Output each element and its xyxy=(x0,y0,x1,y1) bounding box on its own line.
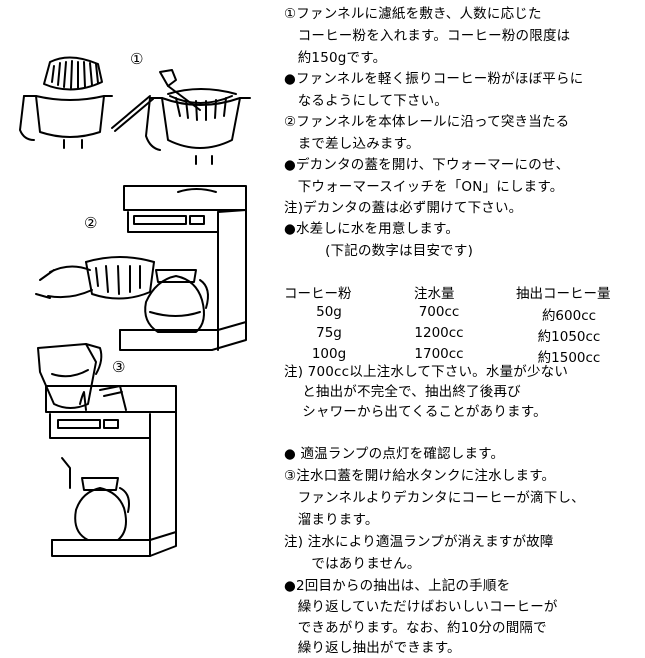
coffee-maker-pour-icon xyxy=(37,343,177,557)
table-header: コーヒー粉 注水量 抽出コーヒー量 xyxy=(284,282,640,302)
step-line: 溜まります。 xyxy=(284,512,379,528)
coffee-maker-insert-icon xyxy=(35,185,247,351)
note-line: 注) 700cc以上注水して下さい。水量が少ない xyxy=(284,364,569,380)
step-line: ● 適温ランプの点灯を確認します。 xyxy=(284,446,505,462)
step-line: 約150gです。 xyxy=(284,50,387,66)
cell-coffee: 50g xyxy=(316,304,342,320)
table-row: 100g 1700cc 約1500cc xyxy=(284,346,640,366)
funnel-leveling-icon xyxy=(111,69,251,165)
step-line: ③注水口蓋を開け給水タンクに注水します。 xyxy=(284,468,556,484)
step-line: ●ファンネルを軽く振りコーヒー粉がほぼ平らに xyxy=(284,71,584,87)
note-line: ではありません。 xyxy=(284,556,421,572)
funnel-with-filter-icon xyxy=(19,56,113,149)
step-line: できあがります。なお、約10分の間隔で xyxy=(284,620,547,636)
step-line: (下記の数字は目安です) xyxy=(284,243,474,259)
step-line: 繰り返していただけばおいしいコーヒーが xyxy=(284,599,558,615)
cell-output: 約1500cc xyxy=(537,350,601,366)
step-line: ●水差しに水を用意します。 xyxy=(284,221,460,237)
header-coffee: コーヒー粉 xyxy=(284,286,352,302)
cell-water: 700cc xyxy=(418,304,460,320)
illustration-panel: ① ② ③ xyxy=(19,50,251,557)
cell-water: 1700cc xyxy=(414,346,464,362)
cell-coffee: 75g xyxy=(316,325,342,341)
note-line: シャワーから出てくることがあります。 xyxy=(284,404,547,420)
step1-label: ① xyxy=(130,50,143,68)
step-line: ファンネルよりデカンタにコーヒーが滴下し、 xyxy=(284,490,585,506)
step-line: ●2回目からの抽出は、上記の手順を xyxy=(284,578,511,594)
cell-output: 約1050cc xyxy=(537,329,601,345)
note-line: と抽出が不完全で、抽出終了後再び xyxy=(284,384,521,400)
note-line: 注) 注水により適温ランプが消えますが故障 xyxy=(284,534,554,550)
note-line: 注)デカンタの蓋は必ず開けて下さい。 xyxy=(284,200,523,216)
step2-label: ② xyxy=(84,214,97,232)
step-line: コーヒー粉を入れます。コーヒー粉の限度は xyxy=(284,28,571,44)
step-line: ●デカンタの蓋を開け、下ウォーマーにのせ、 xyxy=(284,157,570,173)
step-line: まで差し込みます。 xyxy=(284,136,420,152)
step-line: なるようにして下さい。 xyxy=(284,93,448,109)
step-line: 下ウォーマースイッチを「ON」にします。 xyxy=(284,179,564,195)
table-row: 75g 1200cc 約1050cc xyxy=(284,325,640,345)
step-line: ②ファンネルを本体レールに沿って突き当たる xyxy=(284,114,570,130)
step3-label: ③ xyxy=(112,358,125,376)
header-output: 抽出コーヒー量 xyxy=(516,286,611,302)
cell-coffee: 100g xyxy=(311,346,347,362)
cell-output: 約600cc xyxy=(541,308,597,324)
step-line: 繰り返し抽出ができます。 xyxy=(284,640,461,656)
cell-water: 1200cc xyxy=(414,325,464,341)
header-water: 注水量 xyxy=(414,286,455,302)
step-line: ①ファンネルに濾紙を敷き、人数に応じた xyxy=(284,6,542,22)
table-row: 50g 700cc 約600cc xyxy=(284,304,640,324)
